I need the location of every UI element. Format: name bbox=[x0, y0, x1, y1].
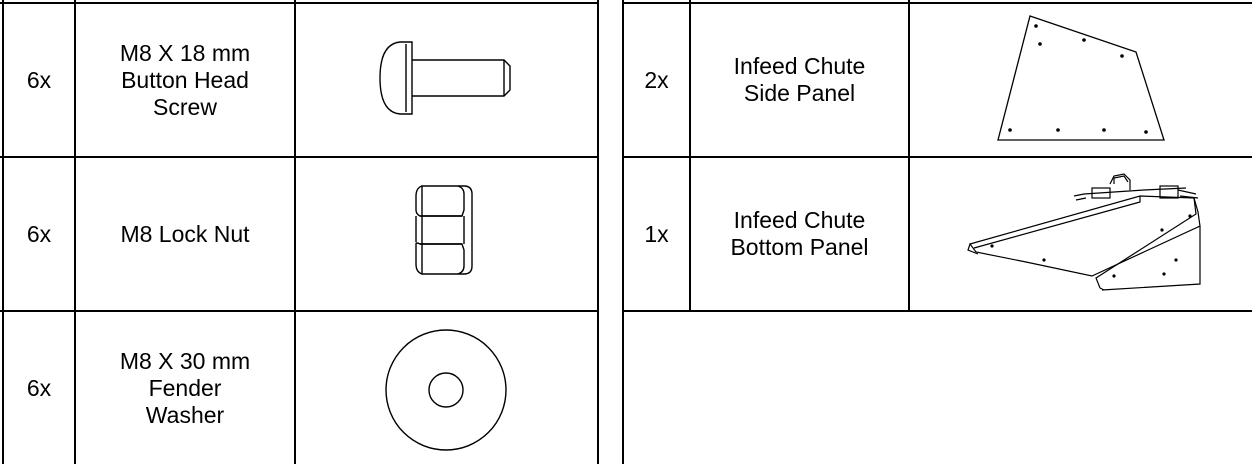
row-divider bbox=[622, 156, 1252, 158]
row-divider bbox=[0, 310, 598, 312]
row-2-name: M8 Lock Nut bbox=[76, 158, 294, 310]
button-head-screw-icon bbox=[376, 38, 516, 118]
part-name-line: M8 X 30 mm bbox=[119, 347, 251, 374]
right-row-2-qty: 1x bbox=[624, 158, 689, 310]
part-name-line: Washer bbox=[145, 401, 225, 428]
lock-nut-icon bbox=[412, 180, 482, 280]
right-row-2-name: Infeed Chute Bottom Panel bbox=[691, 158, 908, 310]
table-border bbox=[0, 2, 598, 4]
row-1-name: M8 X 18 mm Button Head Screw bbox=[76, 4, 294, 156]
part-name-line: M8 X 18 mm bbox=[119, 39, 251, 66]
qty-text: 6x bbox=[26, 220, 52, 247]
right-row-1-name: Infeed Chute Side Panel bbox=[691, 4, 908, 156]
qty-text: 2x bbox=[644, 66, 669, 93]
row-1-qty: 6x bbox=[4, 4, 74, 156]
row-3-qty: 6x bbox=[4, 312, 74, 464]
bottom-panel-icon bbox=[964, 168, 1208, 300]
part-name-line: Screw bbox=[153, 93, 217, 120]
qty-text: 6x bbox=[26, 374, 52, 401]
qty-text: 1x bbox=[644, 220, 669, 247]
table-border bbox=[597, 0, 599, 464]
table-border bbox=[622, 2, 1252, 4]
part-name-line: M8 Lock Nut bbox=[120, 220, 250, 247]
row-3-name: M8 X 30 mm Fender Washer bbox=[76, 312, 294, 464]
part-name-line: Button Head bbox=[121, 66, 249, 93]
part-name-line: Bottom Panel bbox=[730, 234, 869, 260]
part-name-line: Infeed Chute bbox=[733, 207, 866, 233]
part-name-line: Fender bbox=[148, 374, 222, 401]
part-name-line: Infeed Chute bbox=[733, 53, 866, 79]
side-panel-icon bbox=[994, 12, 1166, 146]
table-border bbox=[2, 0, 4, 464]
fender-washer-icon bbox=[384, 328, 508, 452]
column-divider bbox=[689, 0, 691, 310]
row-2-qty: 6x bbox=[4, 158, 74, 310]
part-name-line: Side Panel bbox=[743, 80, 856, 106]
qty-text: 6x bbox=[26, 66, 52, 93]
column-divider bbox=[294, 0, 296, 464]
table-border bbox=[622, 0, 624, 464]
row-divider bbox=[622, 310, 1252, 312]
row-divider bbox=[0, 156, 598, 158]
column-divider bbox=[908, 0, 910, 310]
right-row-1-qty: 2x bbox=[624, 4, 689, 156]
column-divider bbox=[74, 0, 76, 464]
